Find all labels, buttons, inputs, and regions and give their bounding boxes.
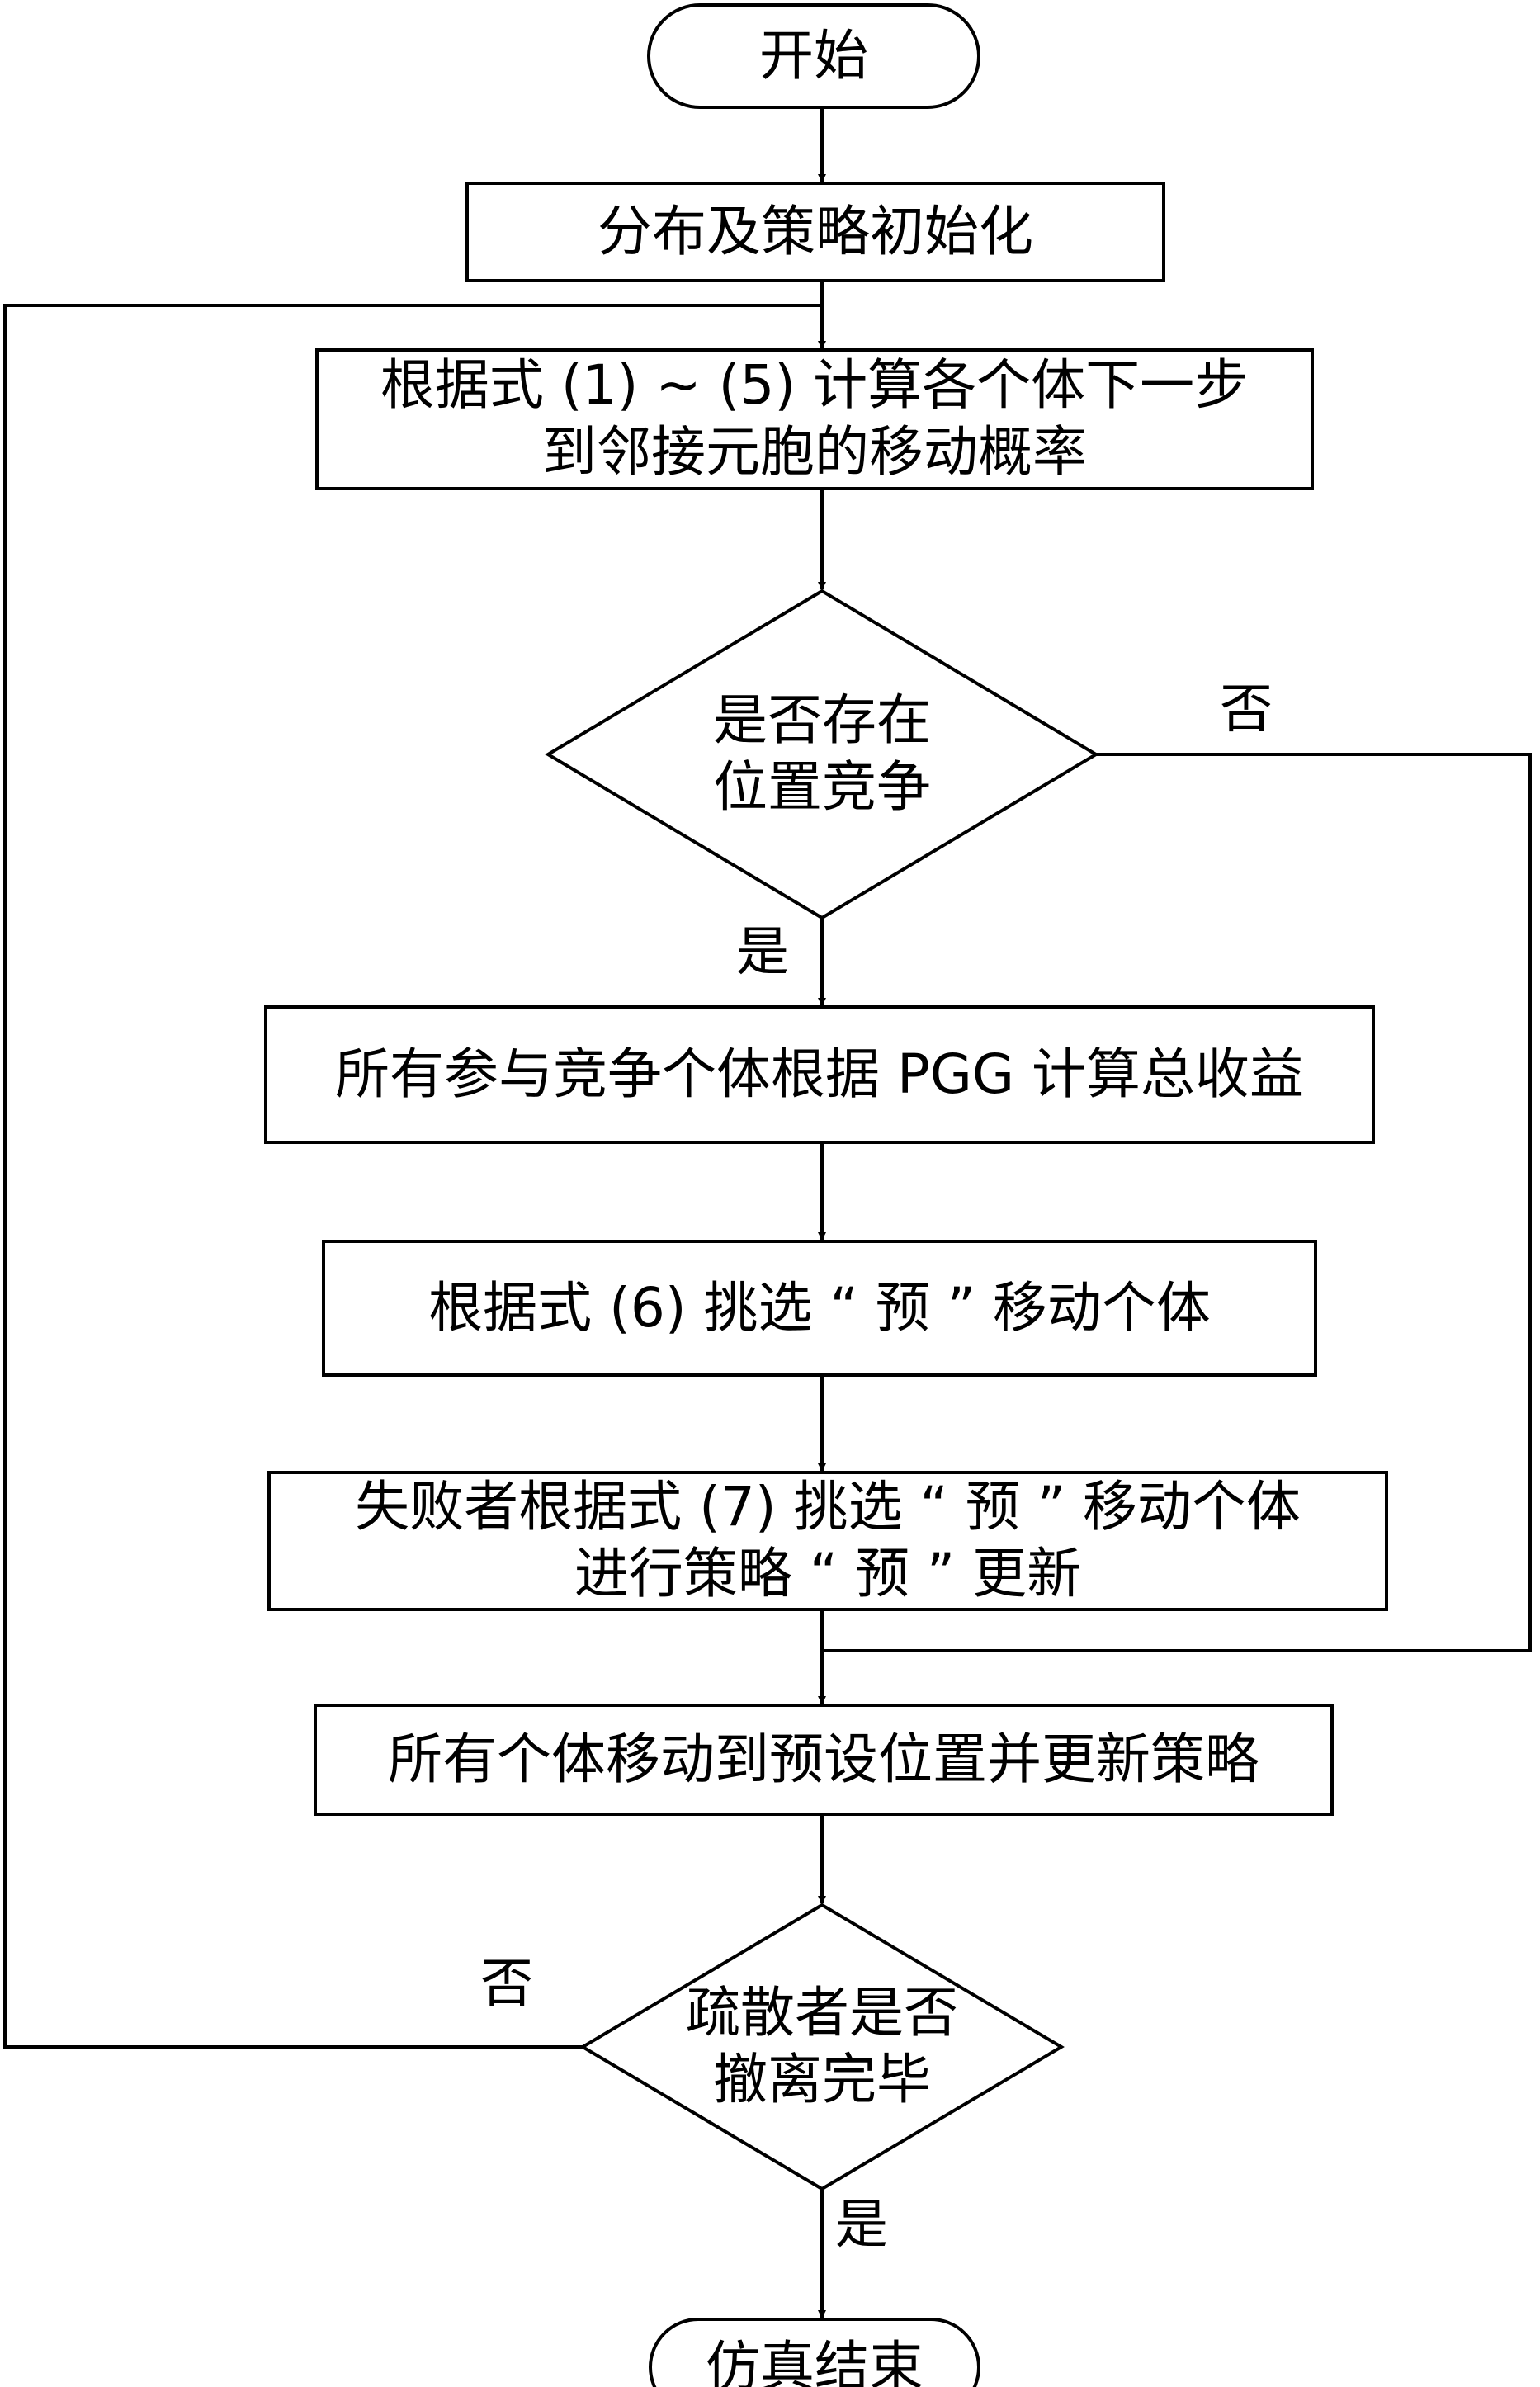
conflict-yes-label: 是 xyxy=(736,922,789,983)
edge-conflict-no-bypass xyxy=(822,753,1532,1652)
loser-update-line-2: 进行策略 “ 预 ” 更新 xyxy=(574,1542,1082,1605)
edge-evac-no-loop xyxy=(3,304,822,2049)
pgg-text: 所有参与竞争个体根据 PGG 计算总收益 xyxy=(334,1042,1305,1106)
conflict-no-label: 否 xyxy=(1220,679,1273,740)
calc-prob-box xyxy=(315,348,1314,490)
select-text: 根据式 (6) 挑选 “ 预 ” 移动个体 xyxy=(428,1275,1211,1340)
move-all-box xyxy=(314,1704,1334,1816)
loser-update-line-1: 失败者根据式 (7) 挑选 “ 预 ” 移动个体 xyxy=(355,1475,1301,1539)
evac-line-2: 撤离完毕 xyxy=(713,2048,931,2111)
move-all-text: 所有个体移动到预设位置并更新策略 xyxy=(388,1727,1259,1791)
evac-yes-label: 是 xyxy=(835,2195,888,2256)
conflict-label: 是否存在 位置竞争 xyxy=(548,591,1096,918)
conflict-line-2: 位置竞争 xyxy=(713,755,931,819)
pgg-label: 所有参与竞争个体根据 PGG 计算总收益 xyxy=(266,1007,1373,1142)
init-label: 分布及策略初始化 xyxy=(467,183,1164,281)
loser-update-box xyxy=(267,1471,1388,1611)
conflict-line-1: 是否存在 xyxy=(713,688,931,753)
start-terminal xyxy=(647,3,980,109)
calc-prob-label: 根据式 (1) ~ (5) 计算各个体下一步 到邻接元胞的移动概率 xyxy=(317,350,1312,489)
select-label: 根据式 (6) 挑选 “ 预 ” 移动个体 xyxy=(324,1241,1316,1375)
calc-prob-line-2: 到邻接元胞的移动概率 xyxy=(542,420,1087,484)
calc-prob-line-1: 根据式 (1) ~ (5) 计算各个体下一步 xyxy=(380,353,1249,418)
pgg-box xyxy=(264,1005,1375,1144)
move-all-label: 所有个体移动到预设位置并更新策略 xyxy=(315,1705,1332,1814)
init-box xyxy=(465,182,1165,282)
evac-line-1: 疏散者是否 xyxy=(686,1981,958,2045)
init-text: 分布及策略初始化 xyxy=(598,199,1033,263)
end-terminal xyxy=(649,2318,980,2387)
loser-update-label: 失败者根据式 (7) 挑选 “ 预 ” 移动个体 进行策略 “ 预 ” 更新 xyxy=(269,1472,1386,1609)
evac-label: 疏散者是否 撤离完毕 xyxy=(583,1905,1061,2189)
evac-no-label: 否 xyxy=(480,1954,533,2015)
end-text: 仿真结束 xyxy=(706,2334,924,2387)
select-box xyxy=(322,1240,1317,1377)
start-text: 开始 xyxy=(759,23,868,87)
start-label: 开始 xyxy=(649,5,979,107)
end-label: 仿真结束 xyxy=(650,2319,979,2387)
